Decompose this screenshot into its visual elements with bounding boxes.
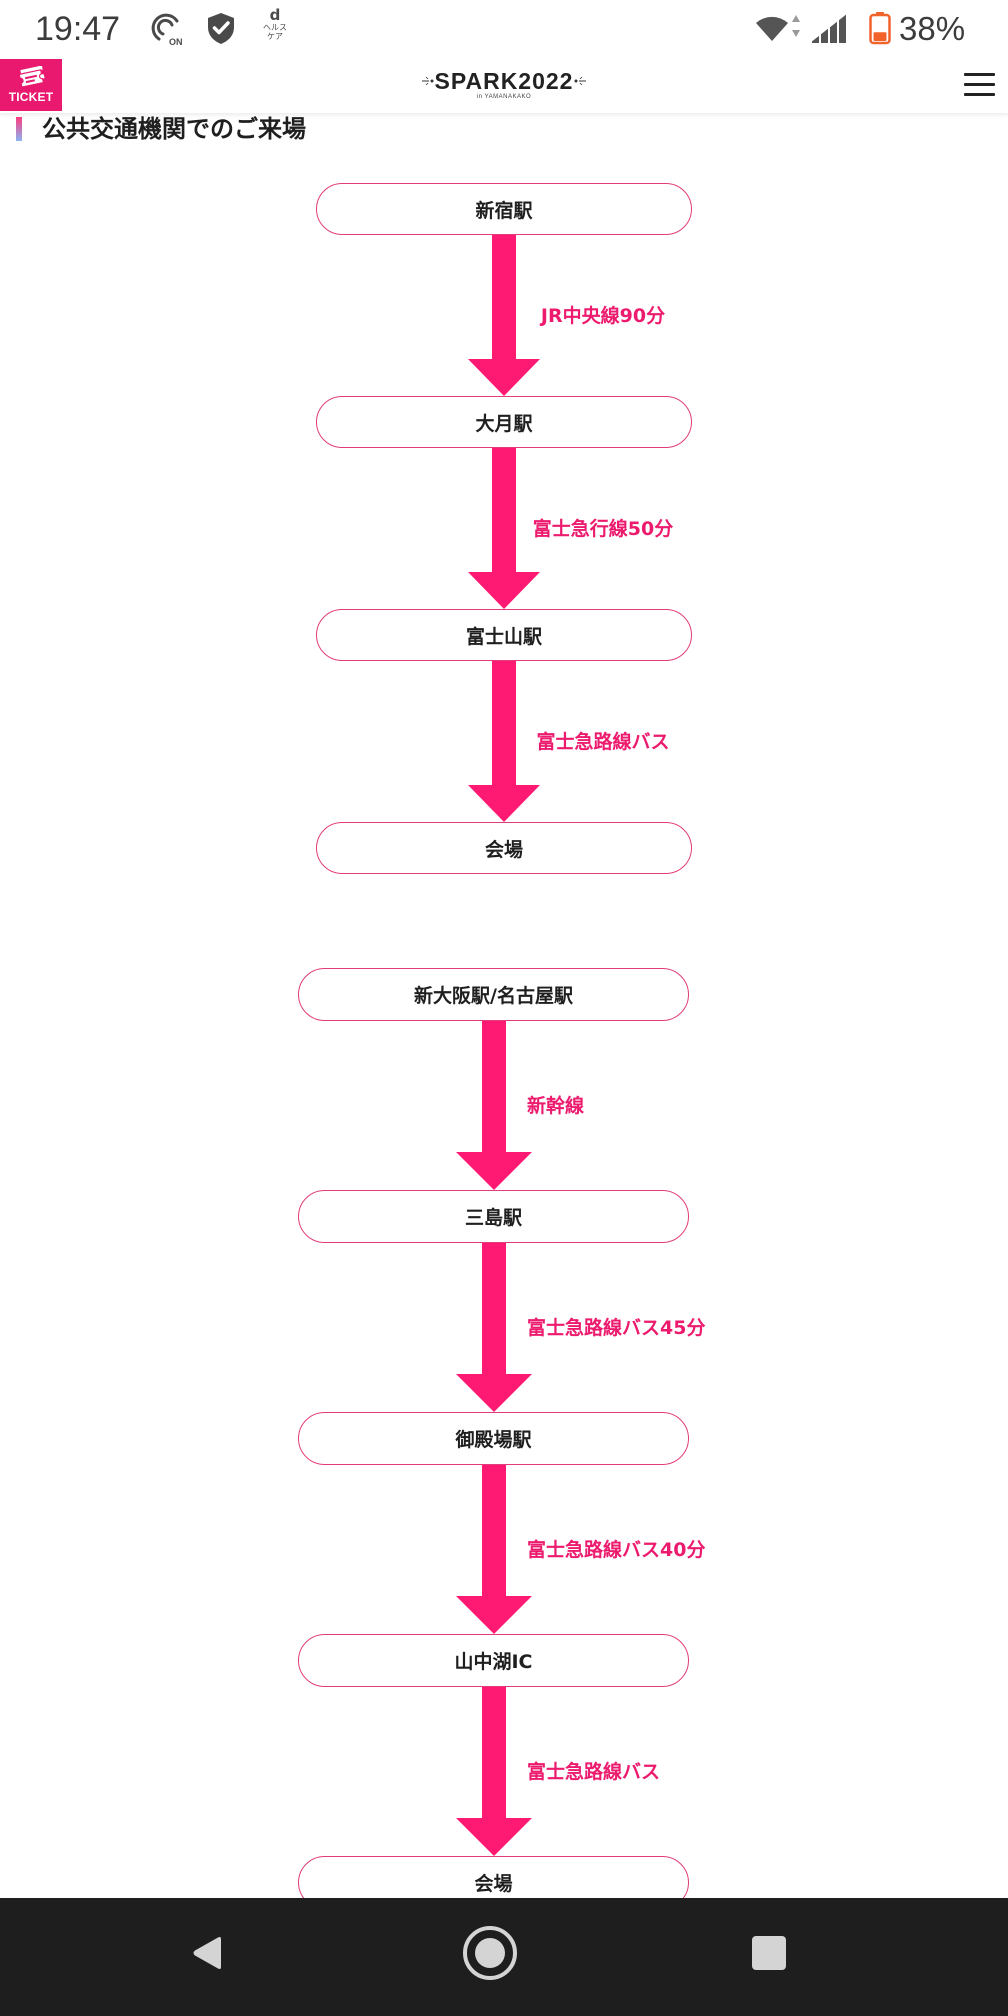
cell-signal-icon <box>812 14 846 43</box>
battery-percent: 38% <box>899 10 966 47</box>
station-box: 新宿駅 <box>316 183 692 235</box>
transit-label: 富士急路線バス45分 <box>527 1316 706 1339</box>
system-navigation-bar <box>0 1898 1008 2016</box>
back-icon[interactable] <box>190 1935 226 1971</box>
station-box: 富士山駅 <box>316 609 692 661</box>
station-name: 御殿場駅 <box>455 1429 532 1451</box>
route-leg: 富士急路線バス <box>316 661 692 822</box>
station-box: 大月駅 <box>316 396 692 448</box>
arrow-shaft <box>481 1465 506 1597</box>
nfc-on-icon: ON <box>151 13 183 46</box>
route-leg: 富士急路線バス40分 <box>298 1465 705 1634</box>
arrow-shaft <box>492 235 516 360</box>
menu-bar <box>964 83 995 86</box>
station-name: 大月駅 <box>475 412 533 435</box>
d-healthcare-line: ヘルス <box>263 23 287 32</box>
transit-label: JR中央線90分 <box>540 304 666 327</box>
down-arrow-icon <box>468 785 540 822</box>
hamburger-menu-icon[interactable] <box>964 73 995 97</box>
d-healthcare-icon: d ヘルス ケア <box>260 7 290 41</box>
section-heading: 公共交通機関でのご来場 <box>0 113 1008 147</box>
station-name: 三島駅 <box>464 1207 522 1229</box>
station-name: 富士山駅 <box>465 625 542 648</box>
logo-subtitle: in YAMANAKAKO <box>476 94 532 100</box>
ticket-label: TICKET <box>8 90 54 104</box>
station-name: 山中湖IC <box>454 1651 533 1673</box>
down-arrow-icon <box>455 1818 532 1856</box>
battery-icon <box>869 12 891 45</box>
battery-level-fill <box>873 32 887 41</box>
station-name: 新大阪駅/名古屋駅 <box>414 985 573 1007</box>
transit-label: 富士急行線50分 <box>532 517 674 540</box>
route-leg: 新幹線 <box>298 1021 689 1190</box>
arrow-shaft <box>481 1021 506 1153</box>
clock-time: 19:47 <box>35 10 121 48</box>
route-leg: JR中央線90分 <box>316 235 692 396</box>
ticket-icon <box>18 66 45 88</box>
down-arrow-icon <box>455 1374 532 1412</box>
transit-label: 富士急路線バス <box>536 730 670 753</box>
arrow-shaft <box>492 661 516 786</box>
down-arrow-icon <box>455 1152 532 1190</box>
station-name: 会場 <box>474 1873 513 1895</box>
arrow-shaft <box>481 1687 506 1819</box>
route-flow: 新大阪駅/名古屋駅 新幹線 三島駅 富士急路線バス45分 御殿場駅 富士急路線バ… <box>298 968 705 1909</box>
status-bar: 19:47 ON d ヘルス ケア 38% <box>0 0 1008 58</box>
home-icon[interactable] <box>461 1924 519 1982</box>
route-leg: 富士急路線バス <box>298 1687 689 1856</box>
recent-apps-icon[interactable] <box>751 1935 787 1971</box>
page-title: 公共交通機関でのご来場 <box>42 115 306 143</box>
arrow-shaft <box>492 448 516 573</box>
nfc-on-label: ON <box>169 37 183 46</box>
data-activity-icon <box>792 15 800 37</box>
route-leg: 富士急路線バス45分 <box>298 1243 705 1412</box>
route-leg: 富士急行線50分 <box>316 448 692 609</box>
d-healthcare-line: ケア <box>267 32 283 41</box>
logo-wordmark: SPARK2022 <box>434 68 574 94</box>
station-box: 御殿場駅 <box>298 1412 689 1465</box>
station-box: 山中湖IC <box>298 1634 689 1687</box>
station-box: 三島駅 <box>298 1190 689 1243</box>
transit-label: 新幹線 <box>527 1094 585 1117</box>
heading-accent-bar <box>16 117 22 141</box>
app-header: TICKET SPARK2022 in YAMANAKAKO <box>0 58 1008 113</box>
shield-check-icon <box>208 13 234 44</box>
wifi-icon <box>756 16 788 41</box>
station-name: 新宿駅 <box>475 199 533 222</box>
station-name: 会場 <box>484 838 523 861</box>
station-box: 新大阪駅/名古屋駅 <box>298 968 689 1021</box>
site-logo[interactable]: SPARK2022 in YAMANAKAKO <box>404 69 604 103</box>
menu-bar <box>964 73 995 76</box>
route-flow: 新宿駅 JR中央線90分 大月駅 富士急行線50分 富士山駅 富士急路線バス 会… <box>316 183 692 874</box>
transit-label: 富士急路線バス <box>527 1760 661 1783</box>
down-arrow-icon <box>468 572 540 609</box>
transit-label: 富士急路線バス40分 <box>527 1538 706 1561</box>
logo-flourish <box>574 76 586 86</box>
d-healthcare-letter: d <box>269 6 281 24</box>
station-box: 会場 <box>316 822 692 874</box>
logo-flourish <box>422 76 434 86</box>
menu-bar <box>964 93 995 96</box>
down-arrow-icon <box>468 359 540 396</box>
down-arrow-icon <box>455 1596 532 1634</box>
ticket-button[interactable]: TICKET <box>0 59 62 111</box>
arrow-shaft <box>481 1243 506 1375</box>
